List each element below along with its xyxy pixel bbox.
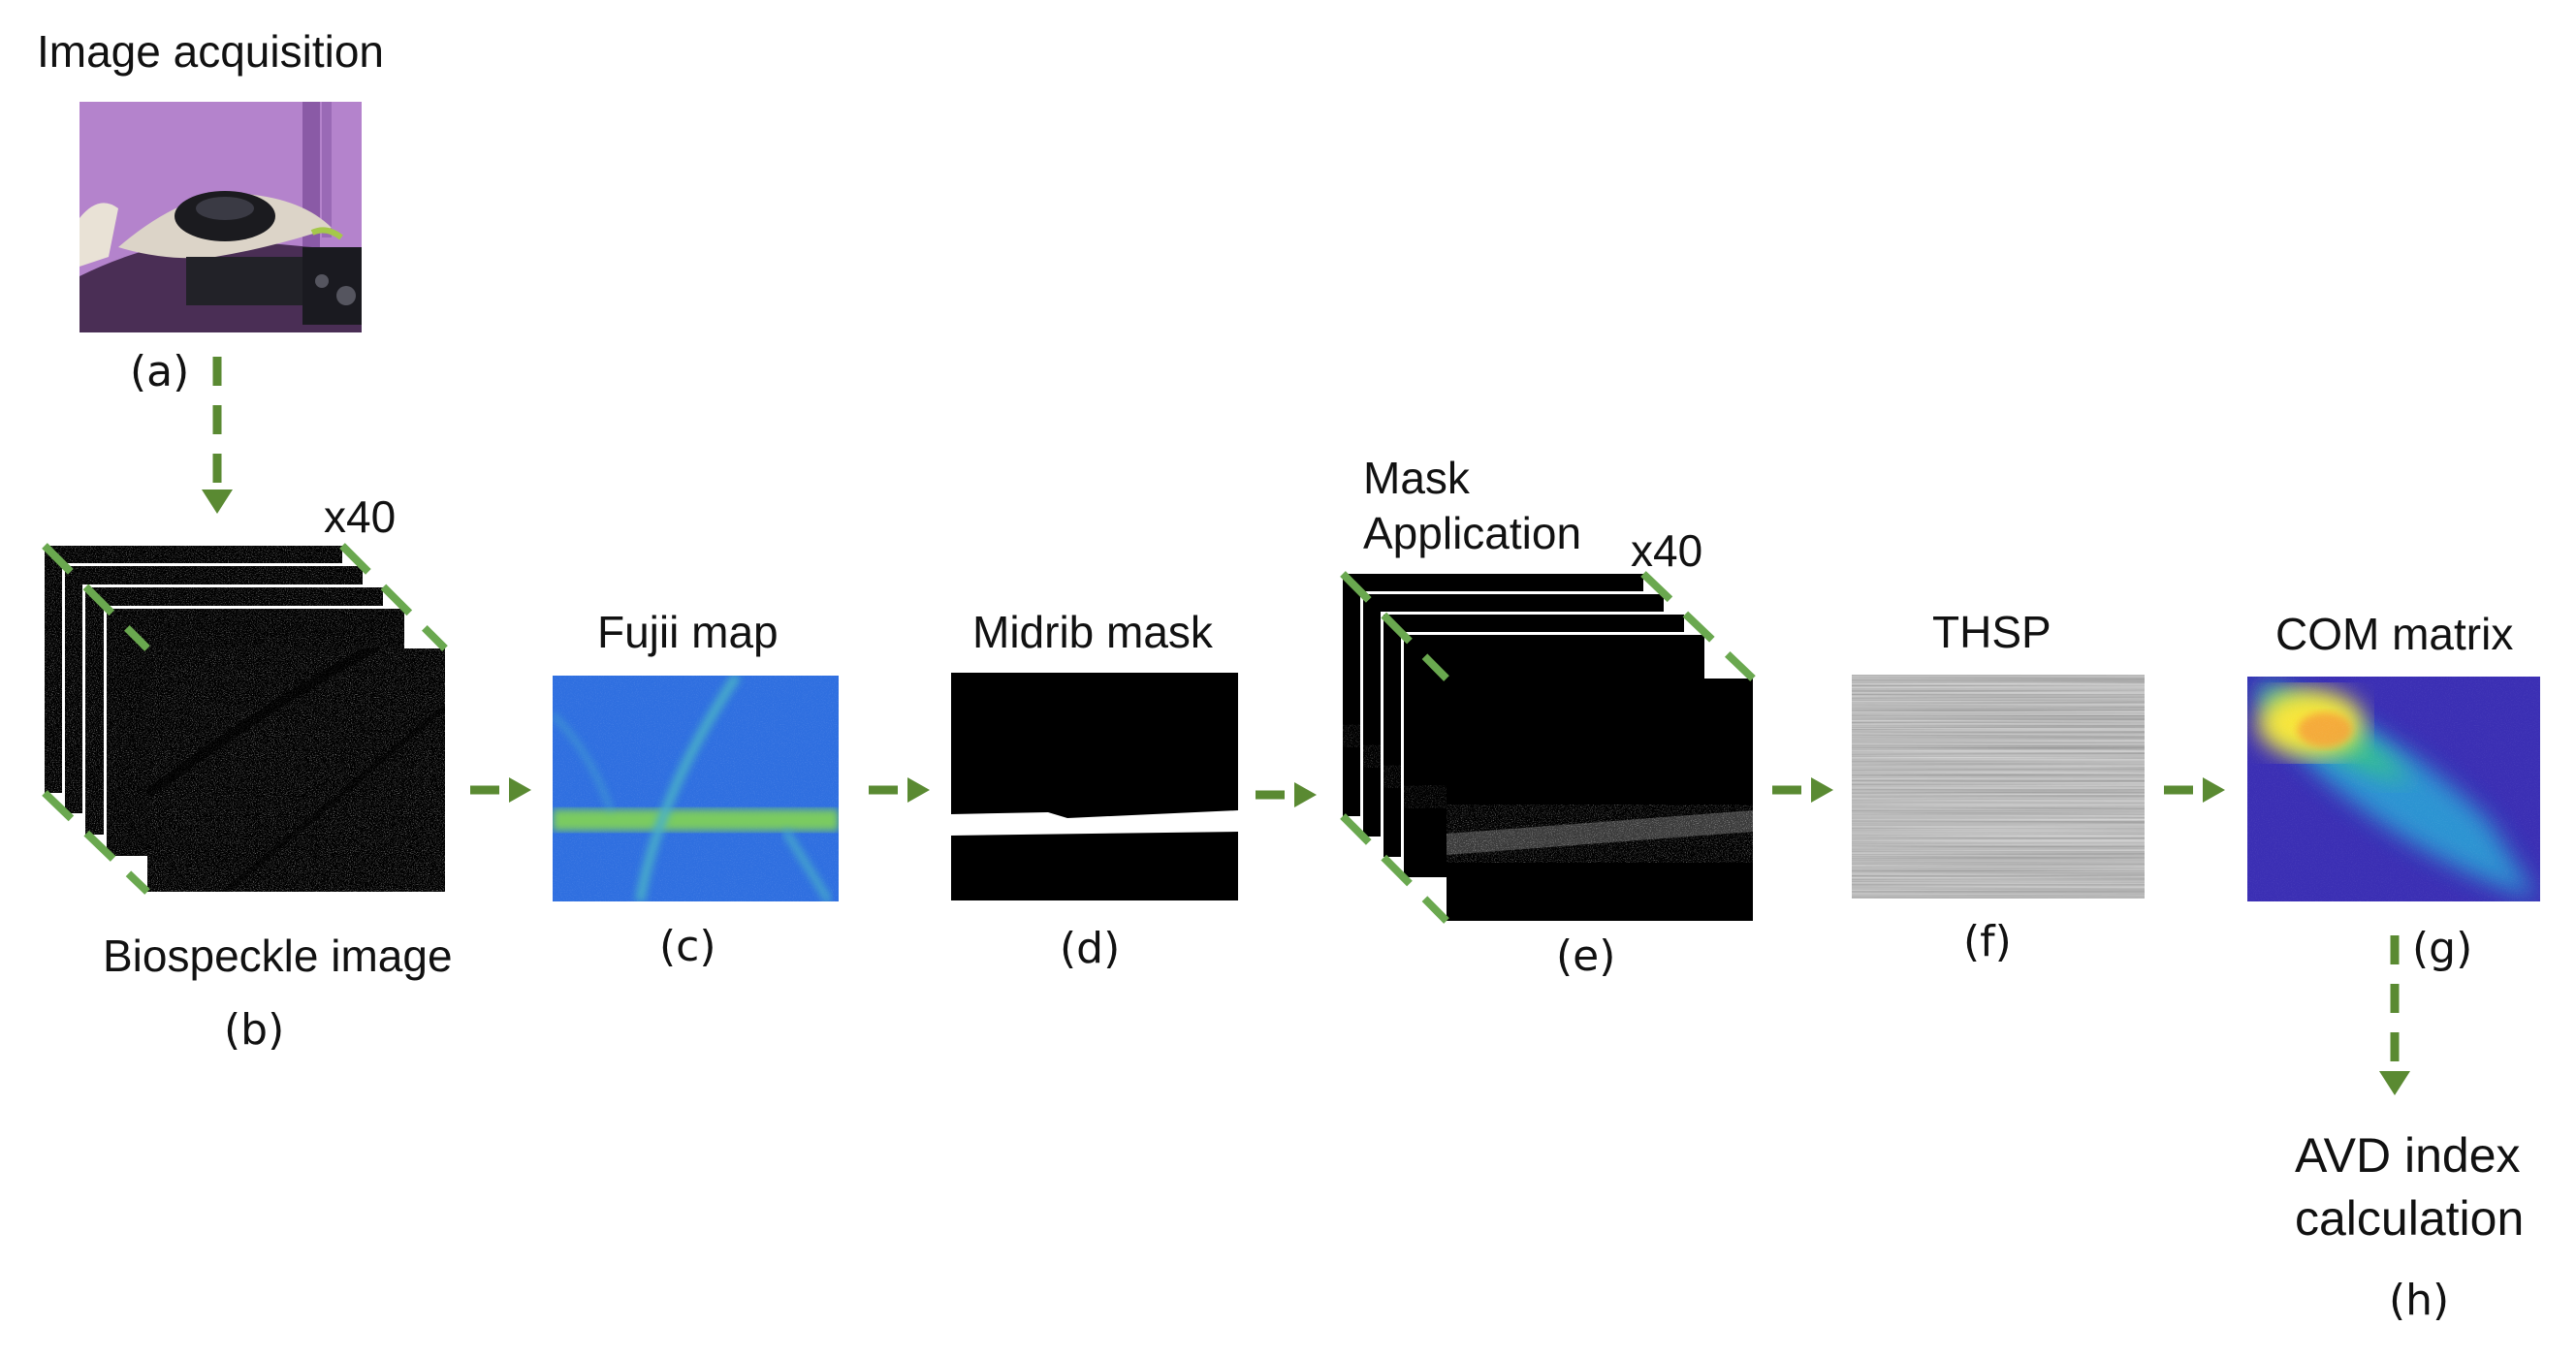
com-matrix-image: [2247, 677, 2540, 901]
step-h-title-line1: AVD index: [2295, 1128, 2521, 1183]
step-e-count: x40: [1631, 525, 1703, 576]
biospeckle-frame-front: [147, 648, 445, 892]
step-b-tag: (b): [224, 1005, 285, 1055]
fujii-map-image: [553, 676, 839, 901]
step-d-title: Midrib mask: [972, 607, 1213, 657]
image-acquisition-photo: [80, 102, 362, 332]
step-h-tag: (h): [2389, 1276, 2450, 1325]
step-b-title: Biospeckle image: [103, 931, 453, 981]
step-g-tag: (g): [2412, 924, 2473, 973]
midrib-mask-image: [951, 673, 1238, 900]
thsp-image: [1852, 675, 2145, 899]
step-a-tag: (a): [130, 347, 190, 396]
step-e-title-line1: Mask: [1363, 453, 1470, 503]
step-e-title-line2: Application: [1363, 508, 1582, 558]
step-c-title: Fujii map: [597, 607, 779, 657]
step-b-count: x40: [324, 491, 397, 542]
step-d-tag: (d): [1060, 924, 1121, 973]
step-e-tag: (e): [1556, 932, 1616, 981]
mask-stack-edges: [1340, 571, 1756, 924]
step-a-title: Image acquisition: [37, 26, 384, 77]
step-f-tag: (f): [1963, 917, 2012, 966]
step-c-tag: (c): [659, 922, 716, 971]
masked-frame-front: [1447, 679, 1753, 921]
step-f-title: THSP: [1932, 607, 2051, 657]
biospeckle-stack-edges: [42, 543, 448, 895]
step-g-title: COM matrix: [2275, 609, 2514, 659]
step-h-title-line2: calculation: [2295, 1191, 2525, 1246]
